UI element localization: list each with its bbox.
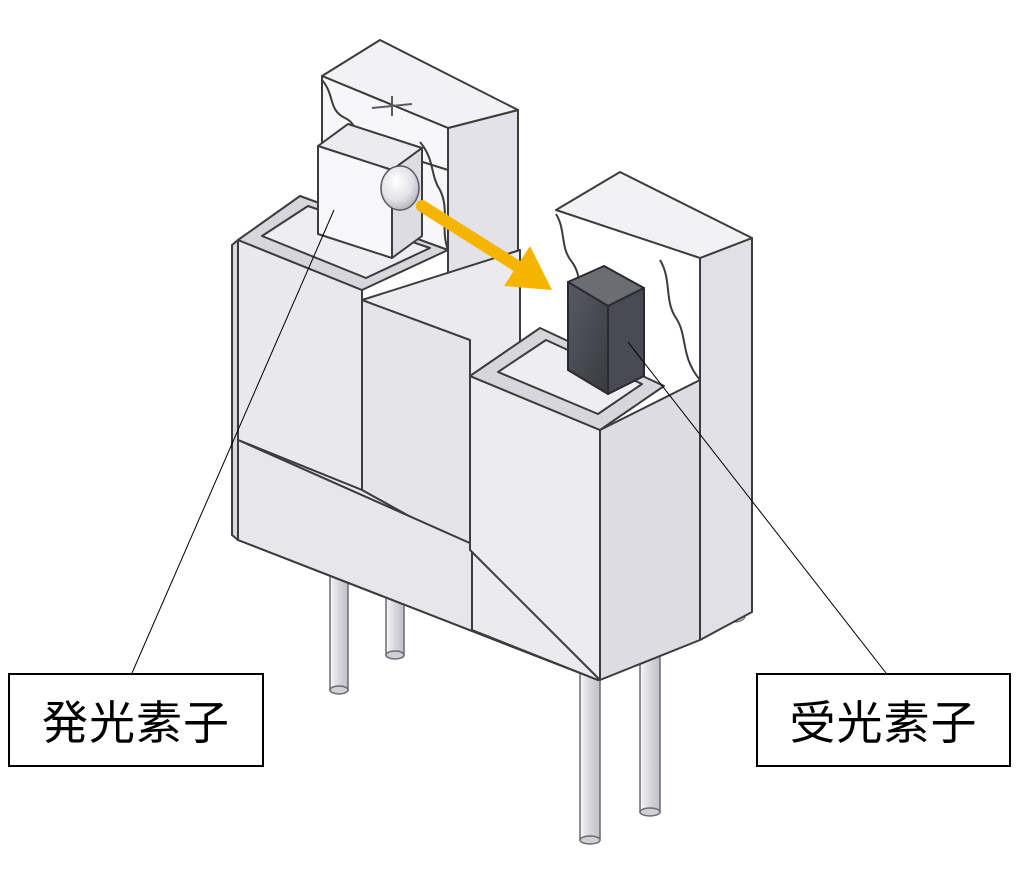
lead-front-left [579,671,601,845]
recv-tower-right-face [699,237,753,641]
emitter-leader-line [131,209,335,674]
emitter-label: 発光素子 [8,673,264,767]
receiver-side-face [607,287,645,395]
housing-left-outer-face [231,239,239,541]
recv-right-face-lower [599,379,701,681]
recv-tower-top-face [555,171,753,259]
emitter-back-mark [371,96,413,116]
emitter-element [317,96,423,259]
receiver-element [567,265,645,395]
light-path-arrow [416,200,552,290]
lead-front-right [639,649,661,817]
emitter-lens [380,165,420,211]
receiver-label: 受光素子 [756,673,1011,767]
receiver-leader-line [627,341,887,674]
right-block-top-inner [497,339,643,415]
slotted-housing [231,39,753,681]
